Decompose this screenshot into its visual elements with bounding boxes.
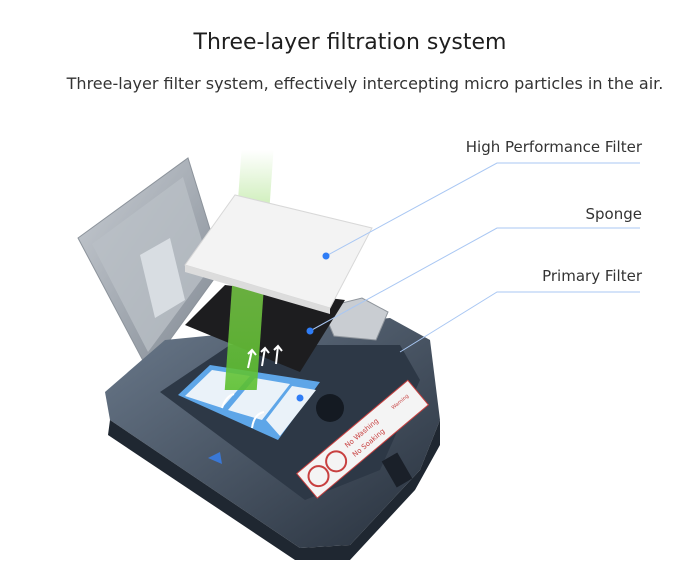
warning-sticker: No Washing No Soaking Warning	[296, 379, 430, 499]
airflow-arrows	[221, 344, 283, 429]
sponge-dot	[306, 327, 314, 335]
primary-filter	[178, 365, 320, 440]
primary-filter-dot	[296, 394, 304, 402]
callout-primary-filter: Primary Filter	[542, 267, 642, 285]
callout-high-performance-filter: High Performance Filter	[465, 138, 642, 156]
hpf-dot	[322, 252, 330, 260]
bin-knob	[316, 394, 344, 422]
dustbin-lid	[77, 157, 223, 371]
callout-lines	[309, 162, 640, 353]
page-title: Three-layer filtration system	[193, 30, 507, 55]
callout-sponge: Sponge	[585, 205, 642, 223]
high-performance-filter	[184, 194, 373, 314]
page-subtitle: Three-layer filter system, effectively i…	[66, 74, 664, 93]
